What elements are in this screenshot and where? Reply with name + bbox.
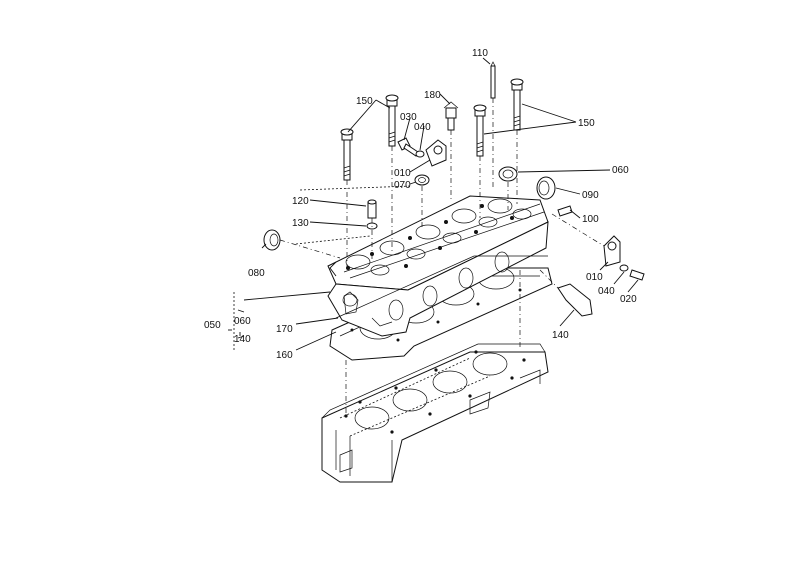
callout-180: 180 [424,90,441,101]
head-bolt-left [340,128,354,181]
callout-090: 090 [582,190,599,201]
callout-070: 070 [394,180,411,191]
callout-120: 120 [292,196,309,207]
callout-060-left: 060 [234,316,251,327]
callout-170: 170 [276,324,293,335]
bolt-030 [397,137,419,157]
seal-060-right [498,166,518,182]
callout-bracket [228,329,241,336]
cylinder-head [327,195,549,337]
callout-050: 050 [204,320,221,331]
callout-130: 130 [292,218,309,229]
sleeve-120 [367,199,377,219]
callout-labels: 110 180 150 150 030 040 010 070 060 090 … [204,48,637,361]
callout-150-right: 150 [578,118,595,129]
callout-110: 110 [472,48,488,59]
callout-040-top: 040 [414,122,431,133]
engine-block [321,343,549,483]
head-bolt-center [385,94,399,147]
hanger-010-right [603,235,621,267]
leader-lines [237,57,639,351]
washer-040-right [619,264,629,272]
callout-140-left: 140 [234,334,251,345]
washer-040 [415,150,425,158]
callout-010-right: 010 [586,272,603,283]
callout-160: 160 [276,350,293,361]
head-bolt-right-2 [510,78,524,131]
hanger-010 [425,139,447,167]
callout-080: 080 [248,268,265,279]
callout-020: 020 [620,294,637,305]
bolt-100 [557,205,573,217]
callout-060-right: 060 [612,165,629,176]
callout-040-right: 040 [598,286,615,297]
callout-030: 030 [400,112,417,123]
cover-140 [557,283,593,317]
callout-140-right: 140 [552,330,569,341]
callout-010-top: 010 [394,168,411,179]
head-bolt-right-1 [473,104,487,157]
plug-080 [263,229,281,251]
center-lines [233,98,605,420]
ring-070 [414,174,430,186]
callout-150-left: 150 [356,96,373,107]
sensor-180 [443,101,459,131]
callout-100: 100 [582,214,599,225]
bolt-020 [629,269,645,281]
pin-110 [490,61,496,99]
plug-090 [536,176,556,200]
gasket-170 [335,255,548,319]
